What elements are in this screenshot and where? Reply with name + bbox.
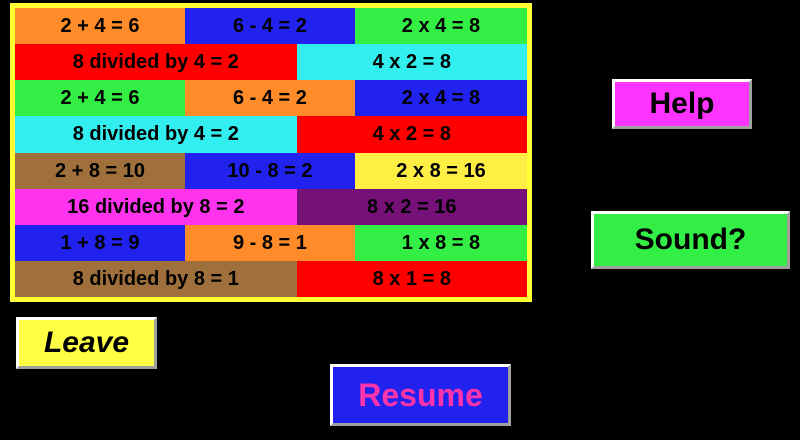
fact-cell[interactable]: 8 x 1 = 8 [296,260,527,297]
fact-cell[interactable]: 4 x 2 = 8 [296,116,527,153]
leave-button[interactable]: Leave [16,317,157,369]
fact-cell[interactable]: 2 x 4 = 8 [354,8,527,45]
fact-cell[interactable]: 2 x 4 = 8 [354,80,527,117]
fact-cell[interactable]: 1 x 8 = 8 [354,224,527,261]
fact-cell[interactable]: 4 x 2 = 8 [296,44,527,81]
fact-cell[interactable]: 8 divided by 8 = 1 [15,260,297,297]
fact-cell[interactable]: 8 x 2 = 16 [296,188,527,225]
fact-cell[interactable]: 2 x 8 = 16 [354,152,527,189]
fact-cell[interactable]: 2 + 4 = 6 [15,80,185,117]
fact-cell[interactable]: 2 + 8 = 10 [15,152,185,189]
help-button-label: Help [649,87,715,120]
fact-cell[interactable]: 1 + 8 = 9 [15,224,185,261]
fact-cell[interactable]: 6 - 4 = 2 [184,80,355,117]
sound-toggle-button[interactable]: Sound? [591,211,790,269]
sound-button-label: Sound? [634,223,747,256]
leave-button-label: Leave [43,326,130,359]
fact-cell[interactable]: 16 divided by 8 = 2 [15,188,297,225]
fact-cell[interactable]: 8 divided by 4 = 2 [15,116,297,153]
resume-button[interactable]: Resume [330,364,511,426]
fact-cell[interactable]: 6 - 4 = 2 [184,8,355,45]
help-button[interactable]: Help [612,79,752,129]
fact-cell[interactable]: 2 + 4 = 6 [15,8,185,45]
fact-cell[interactable]: 10 - 8 = 2 [184,152,355,189]
resume-button-label: Resume [358,377,483,413]
fact-cell[interactable]: 9 - 8 = 1 [184,224,355,261]
fact-cell[interactable]: 8 divided by 4 = 2 [15,44,297,81]
